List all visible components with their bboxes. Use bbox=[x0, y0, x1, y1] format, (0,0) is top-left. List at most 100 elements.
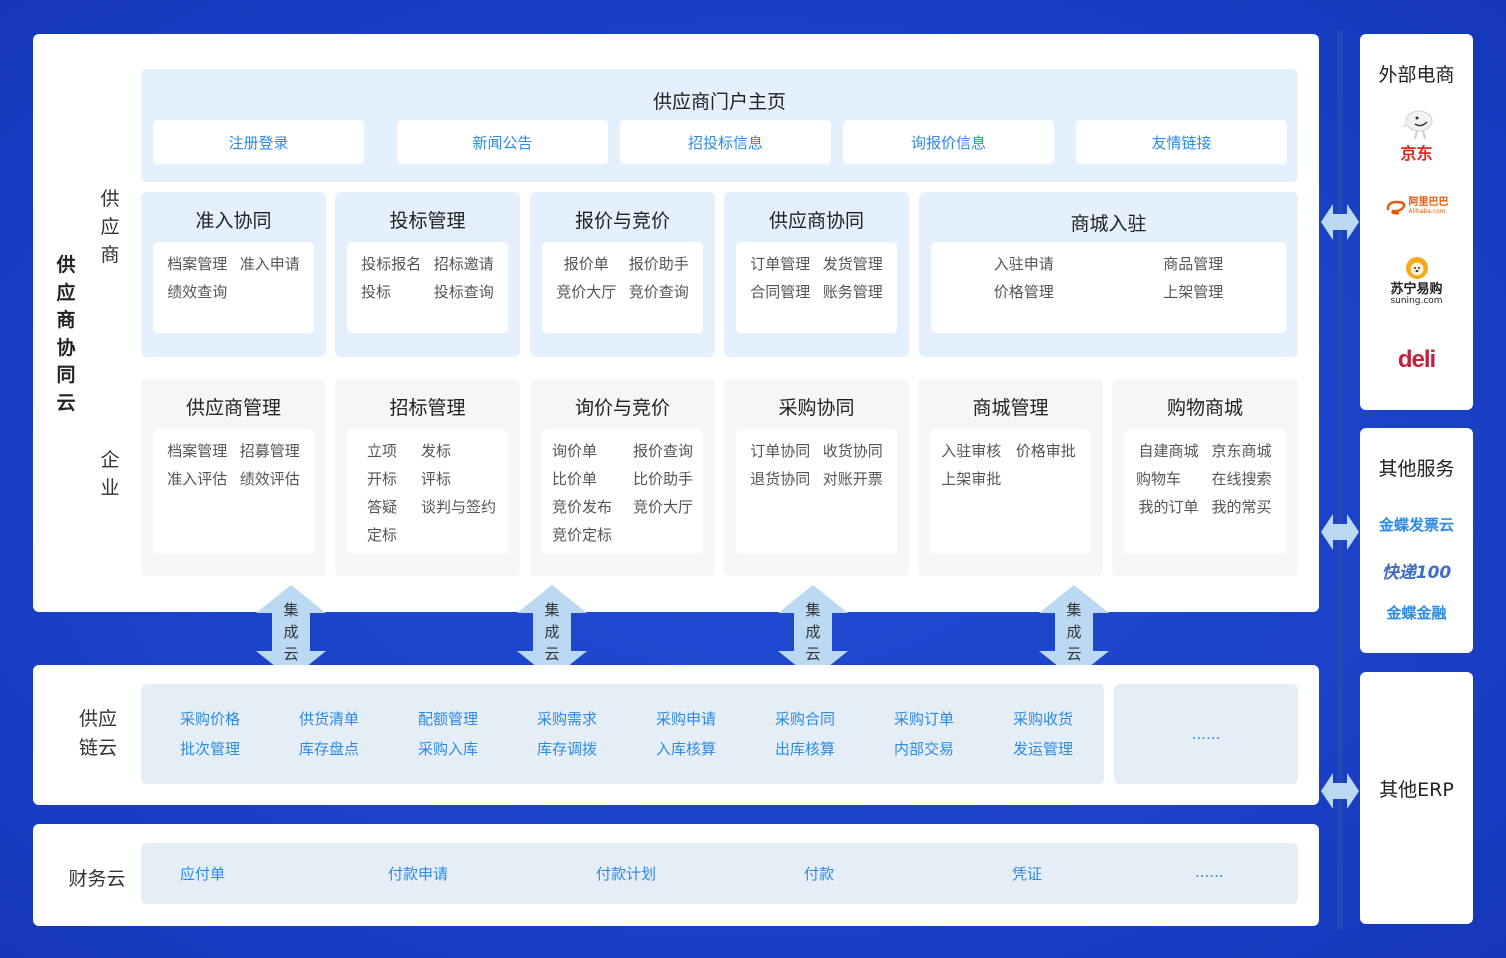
module-title: 招标管理 bbox=[389, 397, 466, 419]
finance-item[interactable]: 付款计划 bbox=[596, 865, 657, 883]
module-item[interactable]: 投标查询 bbox=[433, 283, 494, 301]
module-item[interactable]: 价格审批 bbox=[1015, 442, 1076, 460]
jd-logo[interactable]: 京东 bbox=[1360, 108, 1473, 164]
module-item[interactable]: 商品管理 bbox=[1163, 255, 1224, 273]
module-item[interactable]: 竞价发布 bbox=[552, 498, 613, 516]
module-item[interactable]: 竞价大厅 bbox=[556, 283, 617, 301]
module-body: 档案管理 招募管理 准入评估 绩效评估 bbox=[153, 429, 314, 554]
sc-item[interactable]: 采购申请 bbox=[656, 710, 717, 728]
sc-item[interactable]: 入库核算 bbox=[656, 740, 717, 758]
module-body: 订单管理 发货管理 合同管理 账务管理 bbox=[736, 242, 897, 333]
module-item[interactable]: 档案管理 bbox=[167, 442, 228, 460]
module-item[interactable]: 竞价大厅 bbox=[632, 498, 693, 516]
sc-item[interactable]: 库存盘点 bbox=[299, 740, 360, 758]
module-item[interactable]: 绩效评估 bbox=[239, 470, 300, 488]
module-item[interactable]: 入驻申请 bbox=[993, 255, 1054, 273]
portal-button-links[interactable]: 友情链接 bbox=[1076, 120, 1287, 164]
module-item[interactable]: 投标 bbox=[361, 283, 392, 301]
sc-item[interactable]: 批次管理 bbox=[180, 740, 241, 758]
sc-item[interactable]: 采购需求 bbox=[537, 710, 598, 728]
module-item[interactable]: 报价查询 bbox=[632, 442, 693, 460]
module-item[interactable]: 收货协同 bbox=[822, 442, 883, 460]
suning-logo[interactable]: 苏宁易购 suning.com bbox=[1360, 256, 1473, 306]
module-item[interactable]: 评标 bbox=[421, 470, 452, 488]
module-item[interactable]: 定标 bbox=[367, 526, 398, 544]
double-arrow-icon bbox=[256, 585, 326, 679]
module-item[interactable]: 绩效查询 bbox=[167, 283, 228, 301]
sc-item[interactable]: 采购收货 bbox=[1013, 710, 1074, 728]
finance-item[interactable]: 应付单 bbox=[180, 865, 226, 883]
sc-item[interactable]: 供货清单 bbox=[299, 710, 360, 728]
label-char: 企 bbox=[100, 449, 120, 471]
portal-title: 供应商门户主页 bbox=[652, 91, 786, 113]
supply-chain-cloud-label: 供应 链云 bbox=[70, 705, 126, 763]
supply-chain-more[interactable]: ...... bbox=[1114, 684, 1298, 784]
module-item[interactable]: 招募管理 bbox=[239, 442, 300, 460]
module-item[interactable]: 立项 bbox=[367, 442, 398, 460]
module-item[interactable]: 上架审批 bbox=[941, 470, 1002, 488]
double-arrow-icon bbox=[1039, 585, 1109, 679]
portal-button-news[interactable]: 新闻公告 bbox=[397, 120, 608, 164]
module-item[interactable]: 比价单 bbox=[552, 470, 598, 488]
module-item[interactable]: 自建商城 bbox=[1138, 442, 1199, 460]
module-item[interactable]: 订单管理 bbox=[750, 255, 811, 273]
sc-item[interactable]: 采购合同 bbox=[775, 710, 836, 728]
portal-button-tender-info[interactable]: 招投标信息 bbox=[620, 120, 831, 164]
sc-item[interactable]: 发运管理 bbox=[1013, 740, 1074, 758]
module-item[interactable]: 京东商城 bbox=[1211, 442, 1272, 460]
sc-item[interactable]: 出库核算 bbox=[775, 740, 836, 758]
module-title: 投标管理 bbox=[389, 210, 466, 232]
module-item[interactable]: 答疑 bbox=[367, 498, 398, 516]
kingdee-finance[interactable]: 金蝶金融 bbox=[1386, 604, 1447, 622]
module-item[interactable]: 竞价查询 bbox=[628, 283, 689, 301]
finance-item[interactable]: 付款申请 bbox=[388, 865, 449, 883]
module-item[interactable]: 档案管理 bbox=[167, 255, 228, 273]
module-title: 采购协同 bbox=[778, 397, 855, 419]
module-item[interactable]: 价格管理 bbox=[993, 283, 1054, 301]
module-item[interactable]: 合同管理 bbox=[750, 283, 811, 301]
module-item[interactable]: 我的常买 bbox=[1211, 498, 1272, 516]
alibaba-logo[interactable]: 阿里巴巴 Alibaba.com bbox=[1360, 198, 1473, 216]
sc-item[interactable]: 采购价格 bbox=[180, 710, 241, 728]
module-item[interactable]: 账务管理 bbox=[822, 283, 883, 301]
module-item[interactable]: 招标邀请 bbox=[433, 255, 494, 273]
module-item[interactable]: 谈判与签约 bbox=[421, 498, 497, 516]
portal-button-register-login[interactable]: 注册登录 bbox=[153, 120, 364, 164]
module-item[interactable]: 报价助手 bbox=[628, 255, 689, 273]
module-item[interactable]: 在线搜索 bbox=[1211, 470, 1272, 488]
module-item[interactable]: 购物车 bbox=[1136, 470, 1182, 488]
module-item[interactable]: 我的订单 bbox=[1138, 498, 1199, 516]
label-char: 集 bbox=[805, 601, 821, 619]
module-item[interactable]: 准入申请 bbox=[239, 255, 300, 273]
module-item[interactable]: 报价单 bbox=[563, 255, 609, 273]
finance-items: 应付单 付款申请 付款计划 付款 凭证 ...... bbox=[141, 843, 1298, 904]
label-char: 供 bbox=[56, 254, 76, 276]
module-item[interactable]: 投标报名 bbox=[361, 255, 422, 273]
finance-item-more[interactable]: ...... bbox=[1195, 863, 1224, 881]
sc-item[interactable]: 内部交易 bbox=[894, 740, 955, 758]
module-item[interactable]: 对账开票 bbox=[822, 470, 883, 488]
module-item[interactable]: 开标 bbox=[367, 470, 398, 488]
module-item[interactable]: 入驻审核 bbox=[941, 442, 1002, 460]
module-item[interactable]: 发货管理 bbox=[822, 255, 883, 273]
module-item[interactable]: 竞价定标 bbox=[552, 526, 613, 544]
module-item[interactable]: 订单协同 bbox=[750, 442, 811, 460]
finance-item[interactable]: 付款 bbox=[804, 865, 835, 883]
suning-lion-icon bbox=[1405, 257, 1428, 279]
module-item[interactable]: 比价助手 bbox=[632, 470, 693, 488]
module-item[interactable]: 退货协同 bbox=[750, 470, 811, 488]
module-item[interactable]: 准入评估 bbox=[167, 470, 228, 488]
sc-item[interactable]: 配额管理 bbox=[418, 710, 479, 728]
finance-item[interactable]: 凭证 bbox=[1012, 865, 1043, 883]
sc-item[interactable]: 采购订单 bbox=[894, 710, 955, 728]
kingdee-invoice-cloud[interactable]: 金蝶发票云 bbox=[1378, 516, 1454, 534]
sc-item[interactable]: 库存调拨 bbox=[537, 740, 598, 758]
portal-button-inquiry-info[interactable]: 询报价信息 bbox=[843, 120, 1054, 164]
kuaidi100-logo[interactable]: 快递100 bbox=[1381, 563, 1452, 583]
deli-logo[interactable]: deli bbox=[1397, 346, 1436, 373]
module-item[interactable]: 上架管理 bbox=[1163, 283, 1224, 301]
bidirectional-arrow-icon bbox=[1321, 514, 1359, 550]
module-item[interactable]: 询价单 bbox=[552, 442, 598, 460]
sc-item[interactable]: 采购入库 bbox=[418, 740, 479, 758]
module-item[interactable]: 发标 bbox=[421, 442, 452, 460]
